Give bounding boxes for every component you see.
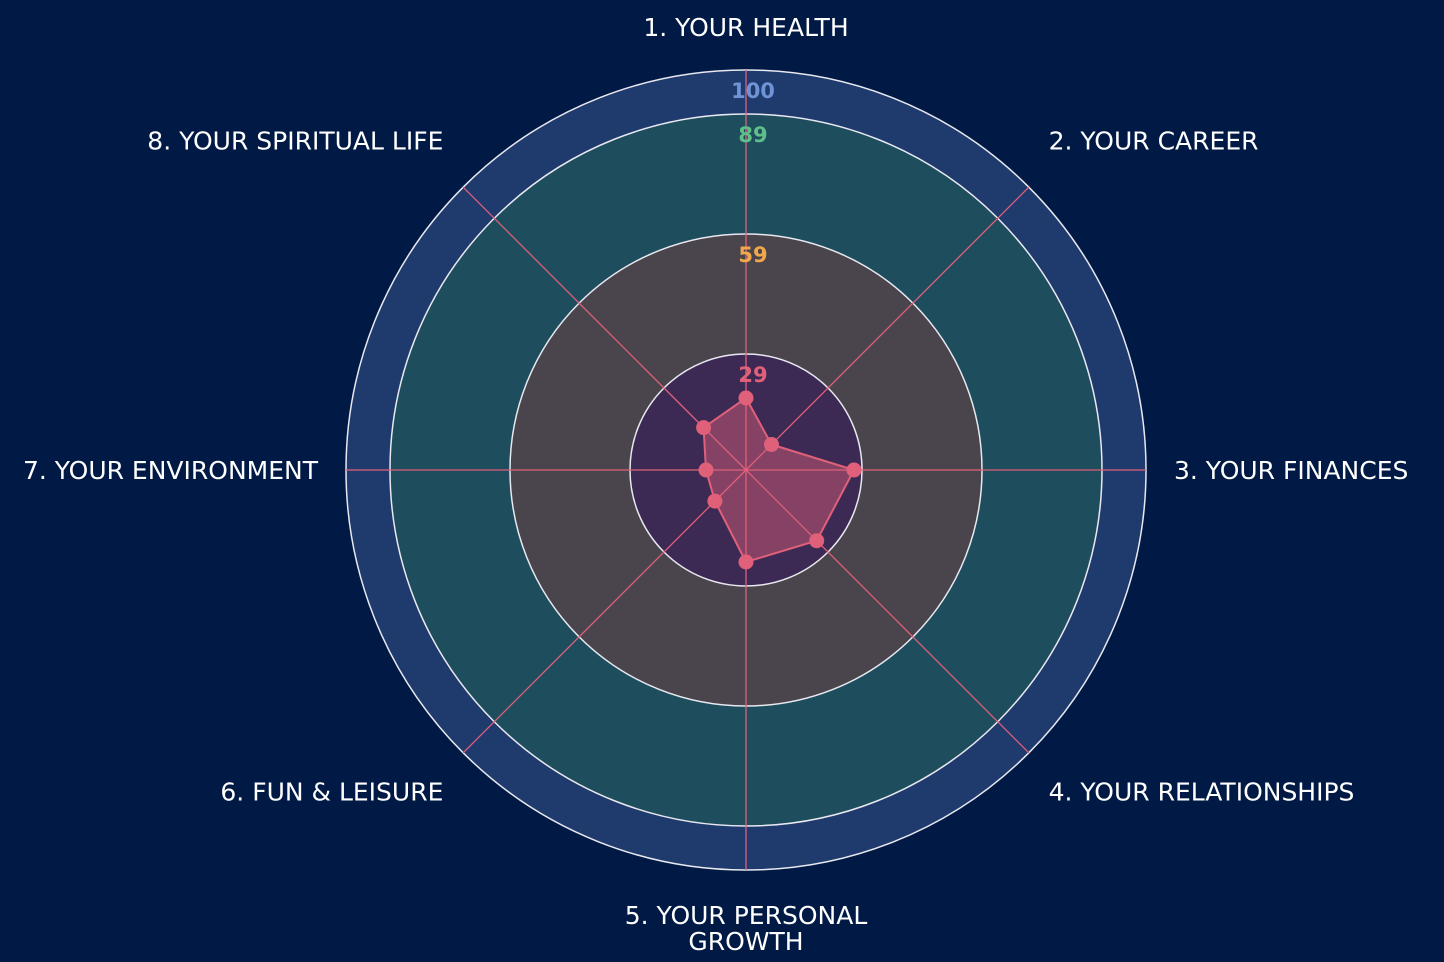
spoke-4 [745,469,1030,754]
data-point-5 [738,554,754,570]
ring-label-100: 100 [731,79,775,103]
axis-label-7: 7. YOUR ENVIRONMENT [23,456,319,485]
axis-label-3: 3. YOUR FINANCES [1174,456,1408,485]
spoke-6 [462,469,747,754]
data-point-3 [846,462,862,478]
data-point-2 [764,437,779,452]
spoke-2 [745,186,1030,471]
ring-label-29: 29 [738,363,767,387]
data-point-4 [809,533,825,549]
axis-label-8: 8. YOUR SPIRITUAL LIFE [147,126,443,155]
axis-label-2: 2. YOUR CAREER [1049,126,1259,155]
axis-label-6: 6. FUN & LEISURE [220,778,443,807]
ring-labels-layer: 100 89 59 29 [731,79,775,387]
series-layer [696,390,862,570]
spokes-layer [346,70,1146,870]
data-point-8 [696,420,712,436]
ring-label-59: 59 [738,243,767,267]
axis-labels-layer: 1. YOUR HEALTH 2. YOUR CAREER 3. YOUR FINA… [23,13,1408,956]
axis-label-1: 1. YOUR HEALTH [643,13,848,42]
axis-label-5: 5. YOUR PERSONAL [625,901,868,930]
axis-label-5: GROWTH [688,927,803,956]
data-point-6 [707,493,723,509]
data-point-1 [738,390,754,406]
data-point-7 [698,462,714,478]
axis-label-4: 4. YOUR RELATIONSHIPS [1049,778,1355,807]
ring-label-89: 89 [738,123,767,147]
